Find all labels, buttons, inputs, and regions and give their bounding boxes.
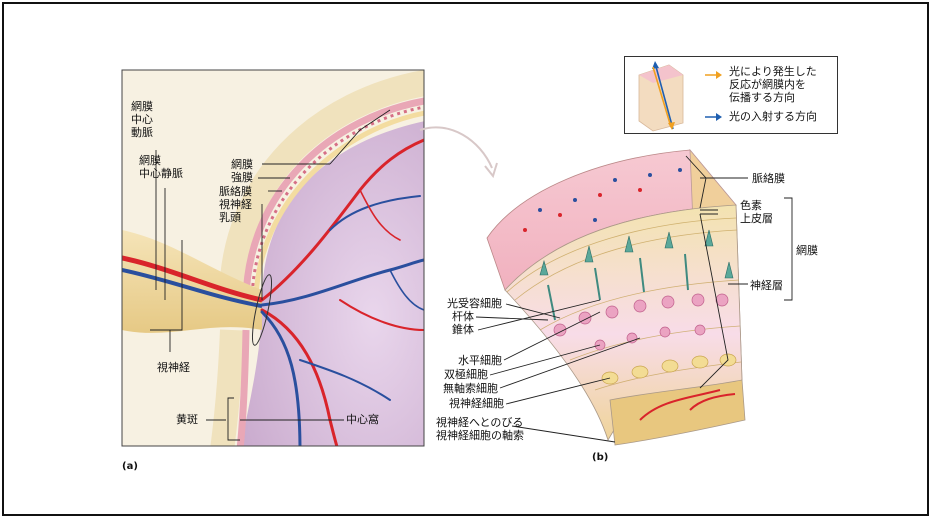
legend-block-icon [625, 57, 705, 135]
panel-a-tag: (a) [122, 461, 138, 472]
label-ganglion-cell: 視神経細胞 [436, 397, 504, 410]
label-horizontal-cell: 水平細胞 [436, 354, 502, 367]
label-macula: 黄斑 [176, 413, 198, 426]
label-neural-layer: 神経層 [750, 279, 783, 292]
panel-b-tag: (b) [592, 452, 608, 463]
label-retina-b: 網膜 [796, 244, 818, 257]
label-sclera: 強膜 [231, 171, 253, 184]
label-cone: 錐体 [436, 323, 474, 336]
label-retina-a: 網膜 [231, 158, 253, 171]
label-pigment-epithelium: 色素 上皮層 [740, 199, 773, 225]
label-fovea: 中心窩 [346, 413, 379, 426]
label-central-retinal-artery: 網膜 中心 動脈 [131, 100, 153, 139]
label-bipolar-cell: 双極細胞 [436, 368, 488, 381]
label-photoreceptors: 光受容細胞 [436, 297, 502, 310]
label-optic-disc: 視神経 乳頭 [219, 198, 252, 224]
legend-blue-text: 光の入射する方向 [729, 110, 817, 123]
legend-key-arrows [703, 67, 725, 137]
label-choroid-a: 脈絡膜 [219, 185, 252, 198]
label-choroid-b: 脈絡膜 [752, 172, 785, 185]
label-amacrine-cell: 無軸索細胞 [436, 382, 498, 395]
label-central-retinal-vein: 網膜 中心静脈 [139, 154, 183, 180]
label-optic-nerve: 視神経 [157, 361, 190, 374]
legend-orange-text: 光により発生した 反応が網膜内を 伝播する方向 [729, 65, 817, 104]
light-direction-legend: 光により発生した 反応が網膜内を 伝播する方向 光の入射する方向 [624, 56, 838, 134]
label-ganglion-axon: 視神経へとのびる 視神経細胞の軸索 [436, 416, 524, 442]
label-rod: 杆体 [436, 310, 474, 323]
